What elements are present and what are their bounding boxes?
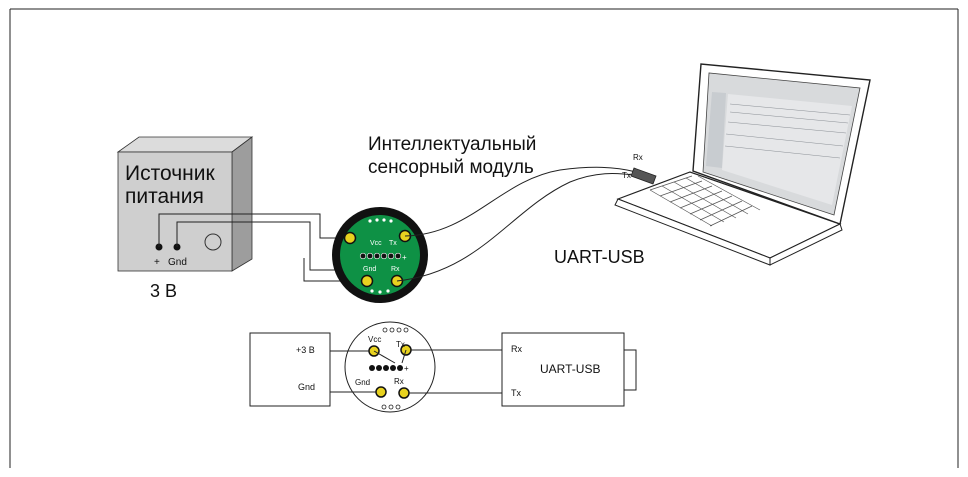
screen-window — [706, 92, 852, 205]
schematic-module-plus-label: + — [404, 364, 409, 373]
schematic-module-bottom-holes — [381, 404, 401, 410]
schematic-wires — [330, 349, 502, 394]
terminal-plus-label: + — [154, 257, 160, 268]
terminal-gnd-label: Gnd — [168, 257, 187, 268]
uart-usb-label: UART-USB — [554, 247, 645, 267]
schematic-module-rx-label: Rx — [394, 377, 404, 386]
schematic-module-gnd-label: Gnd — [355, 378, 370, 387]
schematic-uart-tx-label: Tx — [511, 388, 521, 398]
schematic-supply-plus-label: +3 В — [296, 345, 315, 355]
keyboard-keys — [649, 175, 761, 227]
figure-frame — [9, 8, 959, 468]
schematic-module-vcc-label: Vcc — [368, 335, 381, 344]
module-gnd-label: Gnd — [363, 266, 376, 273]
sensor-module: Vcc Tx Gnd Rx + — [332, 207, 428, 303]
schematic-usb-plug — [623, 349, 637, 391]
schematic: +3 В Gnd + Vcc Tx Gnd Rx UART-USB — [249, 321, 637, 413]
schematic-module — [344, 321, 436, 413]
schematic-uart-rx-label: Rx — [511, 344, 522, 354]
uart-cable — [396, 166, 641, 282]
module-rx-label: Rx — [391, 266, 400, 273]
schematic-supply-gnd-label: Gnd — [298, 382, 315, 392]
power-supply-title-line1: Источник — [125, 162, 215, 185]
module-plus-label: + — [402, 253, 407, 262]
power-knob — [204, 233, 222, 251]
schematic-uart-box — [501, 332, 625, 407]
power-supply-title-line2: питания — [125, 185, 204, 208]
schematic-module-top-holes — [382, 327, 409, 333]
usb-dongle — [630, 167, 657, 185]
module-title-line2: сенсорный модуль — [368, 157, 534, 178]
module-tx-label: Tx — [389, 240, 397, 247]
power-supply: Источник питания + Gnd — [116, 136, 254, 272]
laptop-tx-label: Tx — [622, 171, 631, 180]
module-vcc-label: Vcc — [370, 240, 382, 247]
module-title-line1: Интеллектуальный — [368, 134, 536, 155]
schematic-module-pin-row — [369, 365, 403, 371]
voltage-label: 3 В — [150, 281, 177, 301]
module-pin-row — [359, 252, 402, 260]
schematic-uart-title: UART-USB — [540, 362, 600, 376]
module-top-holes — [368, 218, 393, 223]
schematic-supply-box — [249, 332, 331, 407]
schematic-module-tx-label: Tx — [396, 340, 405, 349]
laptop-rx-label: Rx — [633, 153, 643, 162]
module-bottom-holes — [370, 289, 390, 294]
laptop: Rx Tx — [614, 63, 871, 266]
